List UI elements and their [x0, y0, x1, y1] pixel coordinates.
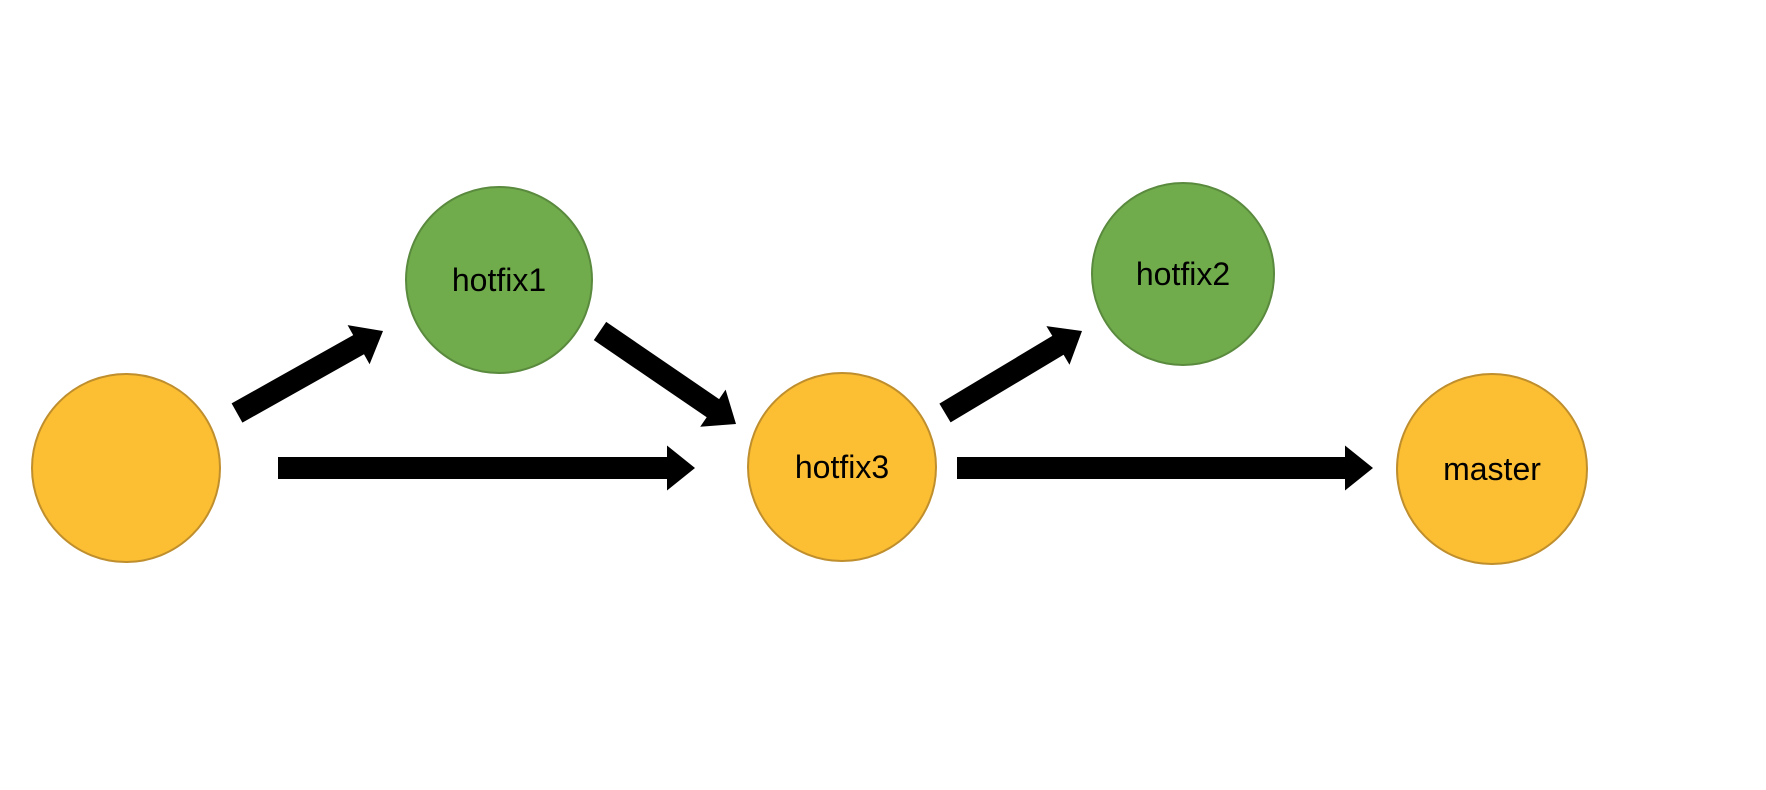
node-hotfix2-label: hotfix2	[1136, 256, 1230, 292]
node-hotfix3-circle	[747, 372, 937, 562]
node-hotfix1-label: hotfix1	[452, 262, 546, 298]
node-start-circle	[31, 373, 221, 563]
node-master: master	[1396, 373, 1588, 565]
node-master-circle	[1396, 373, 1588, 565]
edge-start-to-hotfix1-arrow	[231, 325, 383, 423]
node-hotfix1-circle	[405, 186, 593, 374]
node-hotfix2-circle	[1091, 182, 1275, 366]
node-hotfix3-label: hotfix3	[795, 449, 889, 485]
node-master-label: master	[1443, 451, 1541, 487]
edge-hotfix3-to-hotfix2-arrow	[939, 326, 1082, 423]
node-hotfix2: hotfix2	[1091, 182, 1275, 366]
node-hotfix1: hotfix1	[405, 186, 593, 374]
edge-hotfix3-to-master-arrow	[957, 445, 1373, 491]
node-start	[31, 373, 221, 563]
edge-start-to-hotfix3-arrow	[278, 445, 695, 491]
edge-hotfix1-to-hotfix3-arrow	[593, 321, 736, 427]
node-hotfix3: hotfix3	[747, 372, 937, 562]
